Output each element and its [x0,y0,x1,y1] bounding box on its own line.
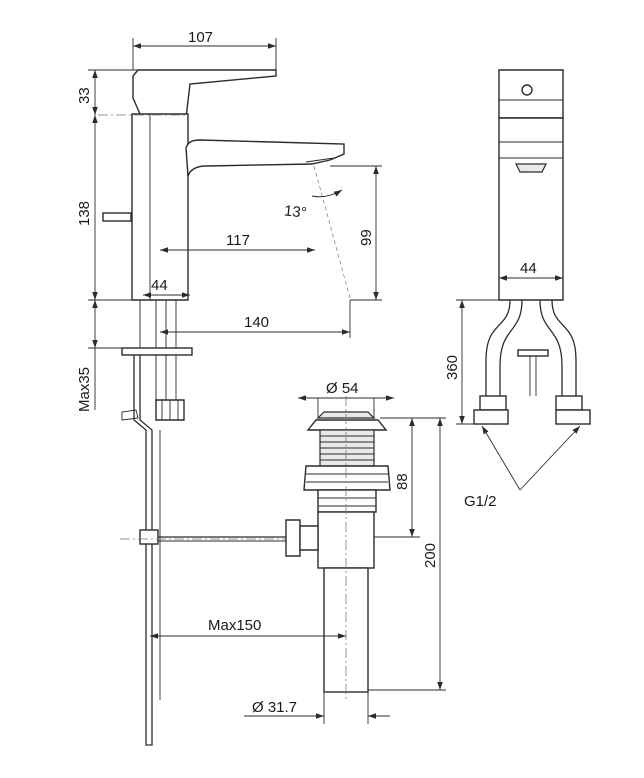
pop-up-waste [285,396,391,700]
dim-body-height: 138 [76,201,93,226]
indicator-dot [521,84,533,96]
dim-max-thickness: Max35 [76,367,93,412]
aerator [515,163,547,173]
waste-nut [303,465,391,491]
handle-lever [132,69,277,119]
dim-waste-total: 200 [422,543,439,568]
hose-bracket [121,409,139,421]
dim-connection: G1/2 [464,493,497,510]
mounting-plate [121,347,193,356]
dim-max-distance: Max150 [208,617,261,634]
dim-waste-upper: 88 [394,473,411,490]
flex-hoses [485,299,577,396]
faucet-front-view [473,69,591,425]
dim-swing-angle: 13° [283,202,307,221]
lift-rod-knob [102,212,132,222]
spout [185,139,345,177]
dim-projection: 140 [244,314,269,331]
right-connector [555,395,583,411]
dim-waste-diameter: Ø 54 [326,380,359,397]
dim-handle-height: 33 [76,87,93,104]
dim-spout-reach: 117 [226,232,250,249]
left-connector [479,395,507,411]
dimensions: 107 33 138 Max35 117 13° 99 44 140 [76,29,581,724]
faucet-body [131,113,189,301]
dim-base-diameter-right: 44 [520,260,537,277]
side-port [285,519,301,557]
faucet-side-view [98,69,351,746]
dim-spout-height: 99 [358,229,375,246]
front-body [498,117,564,301]
lift-rod [133,355,153,746]
dim-hose-length: 360 [444,355,461,380]
link-rod [139,529,159,545]
dim-width-top: 107 [188,29,213,46]
dim-tail-diameter: Ø 31.7 [252,699,297,716]
dim-base-diameter-left: 44 [151,277,168,294]
